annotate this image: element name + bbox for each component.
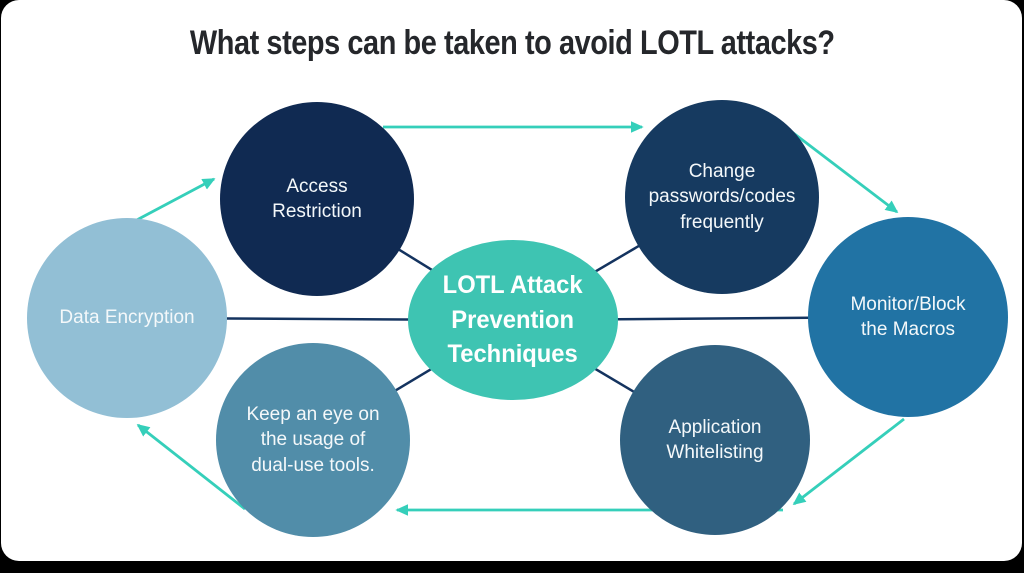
- node-access-restriction: Access Restriction: [220, 102, 414, 296]
- node-data-encryption: Data Encryption: [27, 218, 227, 418]
- node-data-encryption-label: Data Encryption: [59, 307, 195, 329]
- node-monitor-block-macros-label: Monitor/Block the Macros: [850, 293, 966, 340]
- node-monitor-block-macros: Monitor/Block the Macros: [808, 217, 1008, 417]
- node-application-whitelisting-label: Application Whitelisting: [666, 416, 764, 463]
- page-title-text: What steps can be taken to avoid LOTL at…: [189, 24, 835, 62]
- page-title: What steps can be taken to avoid LOTL at…: [0, 24, 1024, 63]
- center-node-label: LOTL Attack Prevention Techniques: [443, 271, 583, 369]
- node-change-passwords-label: Change passwords/codes frequently: [648, 161, 796, 233]
- arrow-monitor-block-to-application-whitelisting: [792, 417, 905, 506]
- node-application-whitelisting: Application Whitelisting: [620, 345, 810, 535]
- arrow-change-passwords-to-monitor-block: [787, 127, 899, 214]
- node-keep-an-eye: Keep an eye on the usage of dual-use too…: [216, 343, 410, 537]
- arrow-keep-an-eye-to-data-encryption: [136, 423, 246, 511]
- center-node-lotl-prevention: LOTL Attack Prevention Techniques: [408, 240, 618, 400]
- node-change-passwords: Change passwords/codes frequently: [625, 100, 819, 294]
- node-keep-an-eye-label: Keep an eye on the usage of dual-use too…: [246, 404, 380, 476]
- arrow-data-encryption-to-access-restriction: [132, 177, 216, 224]
- node-access-restriction-label: Access Restriction: [272, 175, 362, 222]
